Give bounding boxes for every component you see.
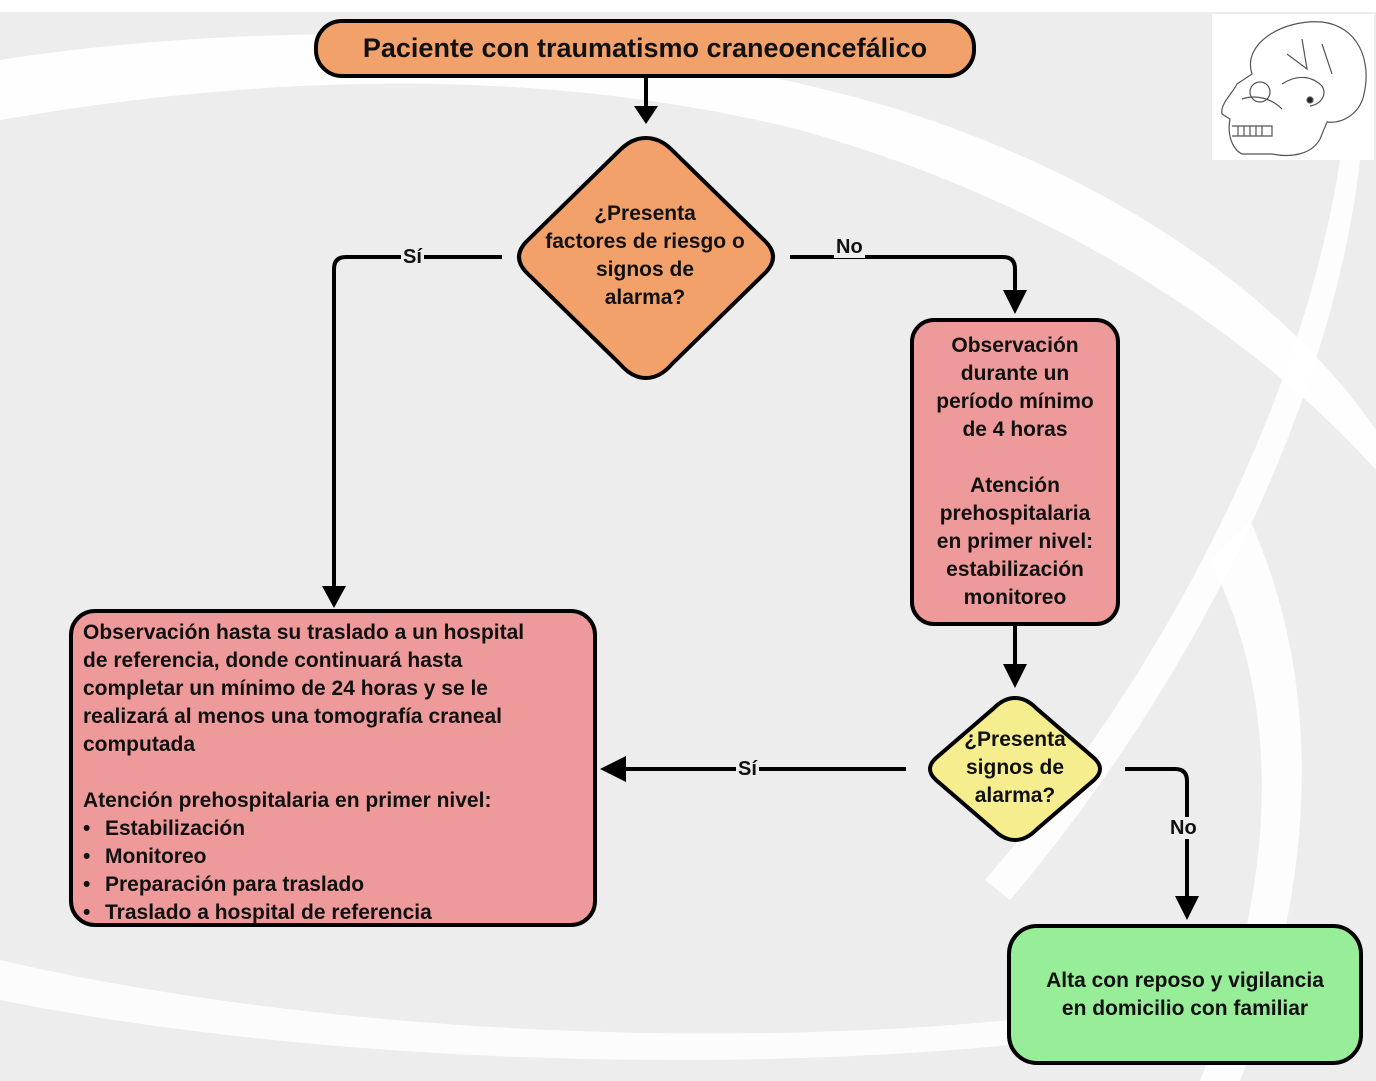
obs4-line: Atención bbox=[970, 474, 1060, 497]
arrowhead bbox=[1003, 664, 1027, 688]
edge-decision1-no bbox=[790, 255, 1017, 292]
arrowhead bbox=[634, 106, 658, 124]
obs4-line: prehospitalaria bbox=[939, 502, 1091, 525]
obs24-line: Observación hasta su traslado a un hospi… bbox=[83, 621, 525, 644]
start-label: Paciente con traumatismo craneoencefálic… bbox=[362, 33, 928, 63]
list-item: Traslado a hospital de referencia bbox=[83, 899, 583, 927]
decision-line: alarma? bbox=[604, 286, 686, 309]
decision-line: signos de bbox=[595, 258, 695, 281]
edge-decision1-yes bbox=[332, 255, 502, 588]
obs4-line: período mínimo bbox=[936, 390, 1094, 413]
obs4-line: de 4 horas bbox=[962, 418, 1068, 441]
edge-label-no: No bbox=[1168, 817, 1199, 839]
obs4-line: estabilización bbox=[946, 558, 1084, 581]
decision-line: ¿Presenta bbox=[594, 202, 696, 225]
edge-decision2-no bbox=[1125, 767, 1189, 898]
discharge-node: Alta con reposo y vigilancia en domicili… bbox=[1007, 924, 1363, 1065]
arrowhead bbox=[322, 586, 346, 608]
edge-label-yes: Sí bbox=[401, 246, 424, 268]
start-node: Paciente con traumatismo craneoencefálic… bbox=[314, 19, 976, 78]
obs4-line: Observación bbox=[951, 334, 1079, 357]
obs24-bullet-list: Estabilización Monitoreo Preparación par… bbox=[83, 815, 583, 927]
decision-risk-factors-label: ¿Presenta factores de riesgo o signos de… bbox=[520, 200, 770, 312]
background-swoosh bbox=[0, 960, 1010, 1060]
list-item: Estabilización bbox=[83, 815, 583, 843]
discharge-line: en domicilio con familiar bbox=[1061, 996, 1309, 1020]
obs4-line: monitoreo bbox=[963, 586, 1067, 609]
decision-line: ¿Presenta bbox=[964, 728, 1066, 751]
decision-alarm-signs-diamond bbox=[928, 695, 1102, 843]
obs24-line: computada bbox=[83, 733, 196, 756]
edge-label-yes: Sí bbox=[736, 758, 759, 780]
skull-illustration bbox=[1212, 14, 1374, 160]
list-item: Preparación para traslado bbox=[83, 871, 583, 899]
obs24-line: completar un mínimo de 24 horas y se le bbox=[83, 677, 488, 700]
arrowhead bbox=[600, 756, 626, 782]
decision-line: factores de riesgo o bbox=[545, 230, 745, 253]
obs24-line: de referencia, donde continuará hasta bbox=[83, 649, 463, 672]
arrowhead bbox=[1175, 896, 1199, 920]
obs24-heading: Atención prehospitalaria en primer nivel… bbox=[83, 789, 492, 812]
decision-line: alarma? bbox=[974, 784, 1056, 807]
observation-24h-node: Observación hasta su traslado a un hospi… bbox=[69, 609, 597, 927]
obs24-line: realizará al menos una tomografía cranea… bbox=[83, 705, 502, 728]
arrowhead bbox=[1003, 290, 1027, 314]
decision-risk-factors-diamond bbox=[517, 135, 775, 381]
decision-alarm-signs-label: ¿Presenta signos de alarma? bbox=[930, 726, 1100, 810]
skull-icon bbox=[1221, 21, 1367, 157]
decision-line: signos de bbox=[965, 756, 1065, 779]
edge-label-no: No bbox=[834, 236, 865, 258]
background-swoosh bbox=[0, 34, 1376, 471]
background-swoosh bbox=[0, 0, 1376, 12]
observation-4h-node: Observación durante un período mínimo de… bbox=[910, 318, 1120, 626]
obs4-line: durante un bbox=[960, 362, 1070, 385]
obs4-line: en primer nivel: bbox=[936, 530, 1094, 553]
discharge-line: Alta con reposo y vigilancia bbox=[1046, 968, 1324, 992]
list-item: Monitoreo bbox=[83, 843, 583, 871]
